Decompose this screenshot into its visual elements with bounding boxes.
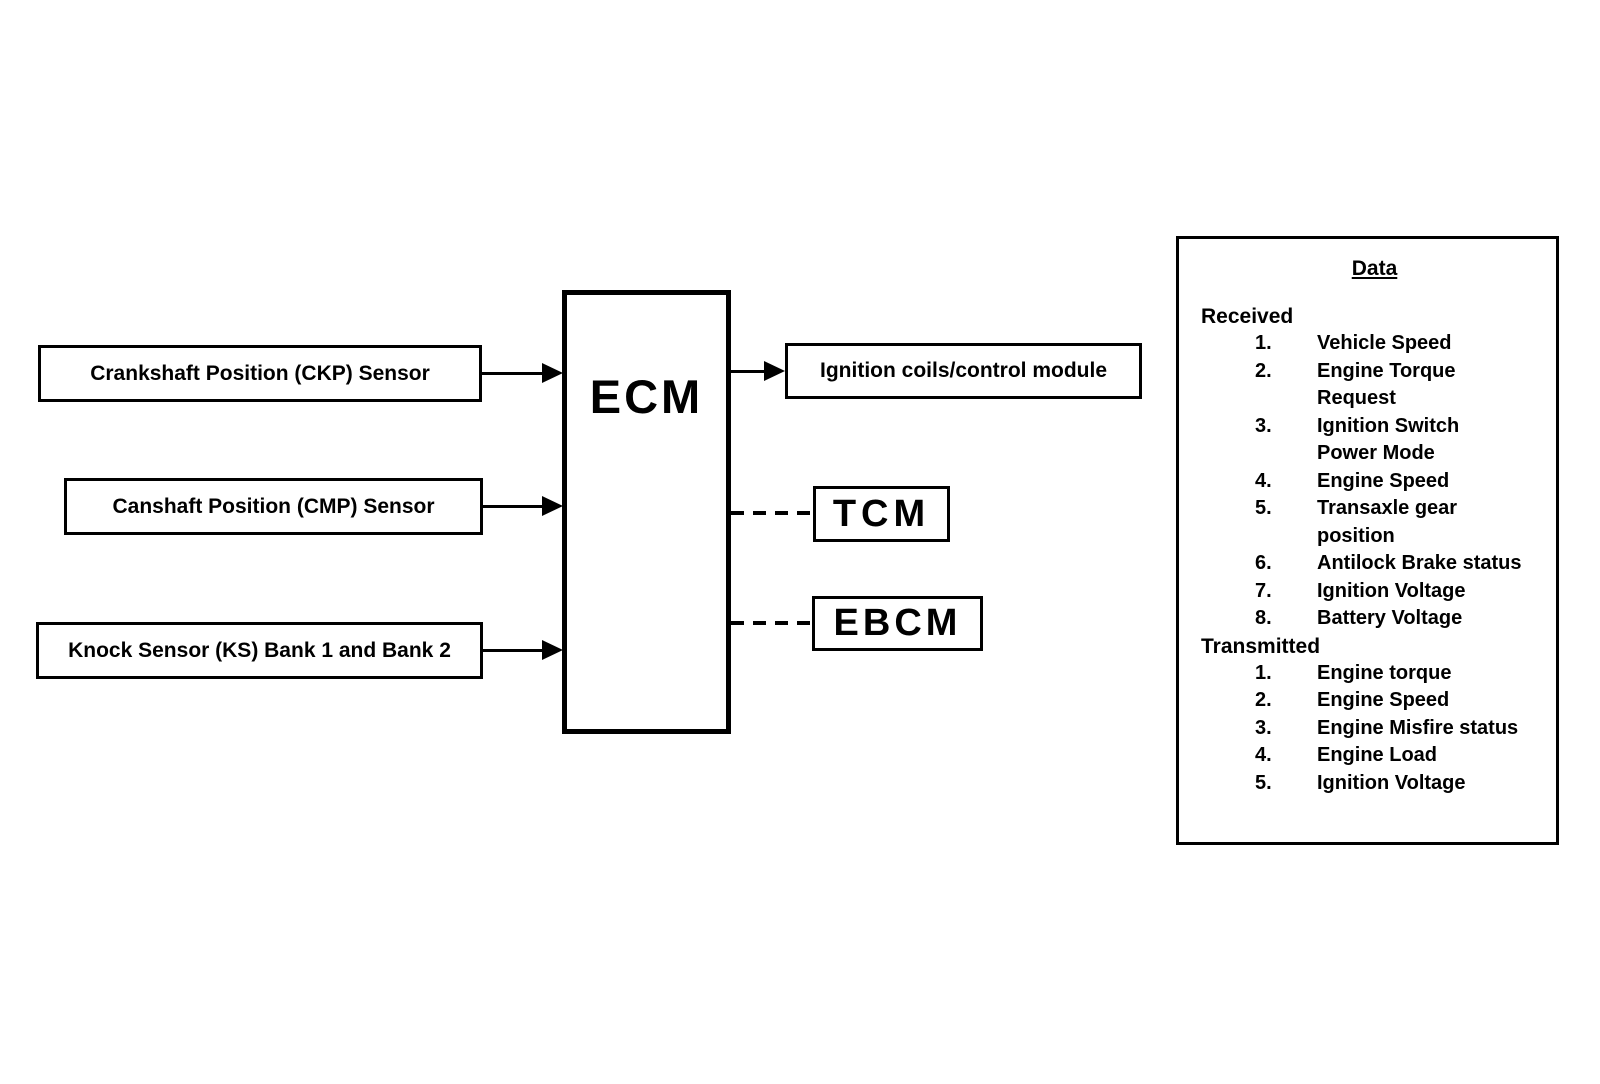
arrowhead-right-icon <box>764 361 785 381</box>
received-heading: Received <box>1201 305 1294 328</box>
ignition-coils-label: Ignition coils/control module <box>820 359 1107 382</box>
ecm-box: ECM <box>562 290 731 734</box>
item-number: 5. <box>1255 497 1272 519</box>
cmp-to-ecm-line <box>483 505 544 508</box>
received-item: 2. Engine Torque Request <box>1201 358 1548 413</box>
ckp-sensor-box: Crankshaft Position (CKP) Sensor <box>38 345 482 402</box>
item-number: 1. <box>1255 661 1272 684</box>
item-number: 4. <box>1255 469 1272 492</box>
item-number: 3. <box>1255 716 1272 739</box>
item-number: 1. <box>1255 332 1272 354</box>
arrowhead-right-icon <box>542 496 563 516</box>
received-item: 3. Ignition Switch Power Mode <box>1201 413 1548 468</box>
received-item: 1. Vehicle Speed <box>1201 330 1548 358</box>
item-label: Ignition Switch Power Mode <box>1317 414 1460 465</box>
ignition-coils-box: Ignition coils/control module <box>785 343 1142 399</box>
received-item: 6. Antilock Brake status <box>1201 550 1548 578</box>
transmitted-item: 1. Engine torque <box>1201 660 1548 688</box>
knock-sensor-label: Knock Sensor (KS) Bank 1 and Bank 2 <box>68 638 451 662</box>
transmitted-heading: Transmitted <box>1201 634 1321 658</box>
data-panel: Data Received 1. Vehicle Speed 2. Engine… <box>1176 236 1559 845</box>
ebcm-box: EBCM <box>812 596 983 651</box>
transmitted-item: 3. Engine Misfire status <box>1201 715 1548 743</box>
transmitted-item: 5. Ignition Voltage <box>1201 770 1548 798</box>
ecm-label: ECM <box>589 370 704 423</box>
ckp-to-ecm-line <box>482 372 544 375</box>
knock-sensor-box: Knock Sensor (KS) Bank 1 and Bank 2 <box>36 622 483 679</box>
item-number: 3. <box>1255 414 1272 437</box>
ecm-to-tcm-dashed-line <box>731 511 813 515</box>
ebcm-label: EBCM <box>833 602 962 644</box>
cmp-sensor-box: Canshaft Position (CMP) Sensor <box>64 478 483 535</box>
item-number: 6. <box>1255 552 1272 574</box>
item-number: 8. <box>1255 607 1272 629</box>
item-label: Antilock Brake status <box>1317 552 1522 574</box>
item-label: Engine Speed <box>1317 689 1450 711</box>
item-number: 2. <box>1255 689 1272 711</box>
item-label: Ignition Voltage <box>1317 579 1466 602</box>
transmitted-item: 4. Engine Load <box>1201 742 1548 770</box>
item-number: 7. <box>1255 579 1272 602</box>
item-label: Engine Misfire status <box>1317 716 1519 739</box>
received-item: 8. Battery Voltage <box>1201 605 1548 633</box>
item-label: Vehicle Speed <box>1317 332 1452 354</box>
item-label: Engine torque <box>1317 661 1452 684</box>
received-item: 4. Engine Speed <box>1201 468 1548 496</box>
data-panel-title-row: Data <box>1201 257 1548 281</box>
item-label: Ignition Voltage <box>1317 771 1466 794</box>
ecm-to-ignition-line <box>731 370 764 373</box>
ks-to-ecm-line <box>483 649 544 652</box>
arrowhead-right-icon <box>542 640 563 660</box>
item-label: Engine Torque Request <box>1317 359 1456 410</box>
item-number: 5. <box>1255 771 1272 794</box>
ckp-sensor-label: Crankshaft Position (CKP) Sensor <box>90 361 430 385</box>
item-label: Engine Load <box>1317 744 1437 766</box>
arrowhead-right-icon <box>542 363 563 383</box>
item-number: 2. <box>1255 359 1272 382</box>
received-item: 7. Ignition Voltage <box>1201 578 1548 606</box>
item-number: 4. <box>1255 744 1272 766</box>
transmitted-item: 2. Engine Speed <box>1201 687 1548 715</box>
ecm-to-ebcm-dashed-line <box>731 621 812 625</box>
item-label: Transaxle gear position <box>1317 497 1458 547</box>
tcm-label: TCM <box>832 492 931 535</box>
received-item: 5. Transaxle gear position <box>1201 495 1548 550</box>
item-label: Engine Speed <box>1317 469 1450 492</box>
tcm-box: TCM <box>813 486 950 542</box>
data-panel-title: Data <box>1351 257 1398 280</box>
item-label: Battery Voltage <box>1317 607 1463 629</box>
cmp-sensor-label: Canshaft Position (CMP) Sensor <box>112 494 435 518</box>
